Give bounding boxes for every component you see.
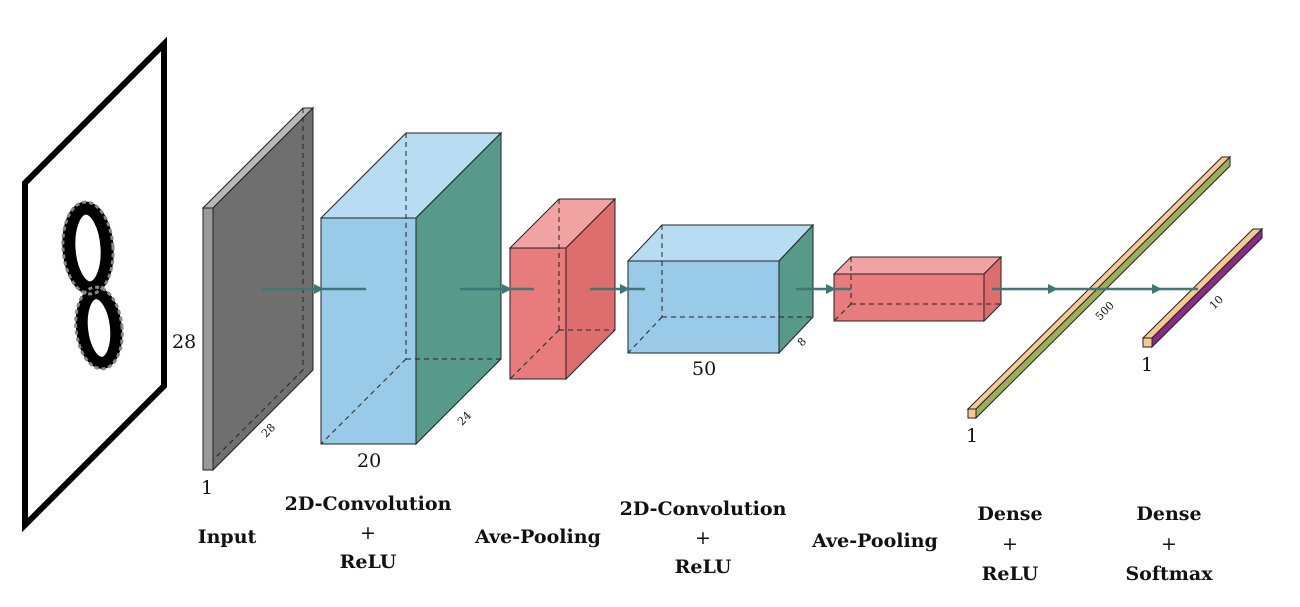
label-dense1: Dense + ReLU bbox=[977, 503, 1042, 585]
label-conv2-line-2: + bbox=[695, 527, 711, 549]
label-dense2-line-1: Dense bbox=[1136, 503, 1201, 525]
pool2-block bbox=[832, 255, 1003, 323]
label-pool2: Ave-Pooling bbox=[811, 530, 938, 552]
conv2-block bbox=[626, 223, 815, 355]
label-pool2-line-1: Ave-Pooling bbox=[811, 530, 938, 552]
dim-input-depth: 1 bbox=[201, 477, 213, 499]
dense-softmax-bar bbox=[1141, 227, 1264, 349]
dim-dense1-size: 500 bbox=[1093, 299, 1117, 323]
pool1-block bbox=[508, 197, 617, 381]
dense-relu-bar bbox=[966, 155, 1232, 420]
label-dense1-line-1: Dense bbox=[977, 503, 1042, 525]
label-dense1-line-3: ReLU bbox=[982, 563, 1039, 585]
label-conv1: 2D-Convolution + ReLU bbox=[285, 493, 452, 573]
dim-conv1-depth: 20 bbox=[357, 450, 381, 472]
label-conv1-line-1: 2D-Convolution bbox=[285, 493, 452, 515]
label-pool1: Ave-Pooling bbox=[474, 526, 601, 548]
dim-input-height: 28 bbox=[172, 331, 196, 353]
label-input: Input bbox=[198, 526, 257, 548]
dim-dense1-width: 1 bbox=[966, 425, 978, 447]
label-conv2-line-1: 2D-Convolution bbox=[620, 498, 787, 520]
label-conv2-line-3: ReLU bbox=[675, 556, 732, 578]
dim-dense2-width: 1 bbox=[1141, 354, 1153, 376]
dim-dense2-size: 10 bbox=[1207, 293, 1226, 312]
label-dense2-line-3: Softmax bbox=[1125, 563, 1213, 585]
dim-conv2-size: 8 bbox=[795, 335, 809, 349]
label-dense2: Dense + Softmax bbox=[1125, 503, 1213, 585]
digit-eight-glyph bbox=[61, 200, 124, 371]
label-conv1-line-3: ReLU bbox=[340, 551, 397, 573]
label-dense2-line-2: + bbox=[1161, 533, 1177, 555]
label-input-line-1: Input bbox=[198, 526, 257, 548]
label-conv2: 2D-Convolution + ReLU bbox=[620, 498, 787, 578]
label-dense1-line-2: + bbox=[1002, 533, 1018, 555]
dim-conv2-depth: 50 bbox=[692, 358, 716, 380]
label-pool1-line-1: Ave-Pooling bbox=[474, 526, 601, 548]
dim-input-width: 28 bbox=[259, 421, 278, 440]
input-image bbox=[22, 36, 167, 533]
dim-conv1-size: 24 bbox=[455, 409, 474, 428]
conv1-block bbox=[319, 131, 503, 446]
label-conv1-line-2: + bbox=[360, 522, 376, 544]
